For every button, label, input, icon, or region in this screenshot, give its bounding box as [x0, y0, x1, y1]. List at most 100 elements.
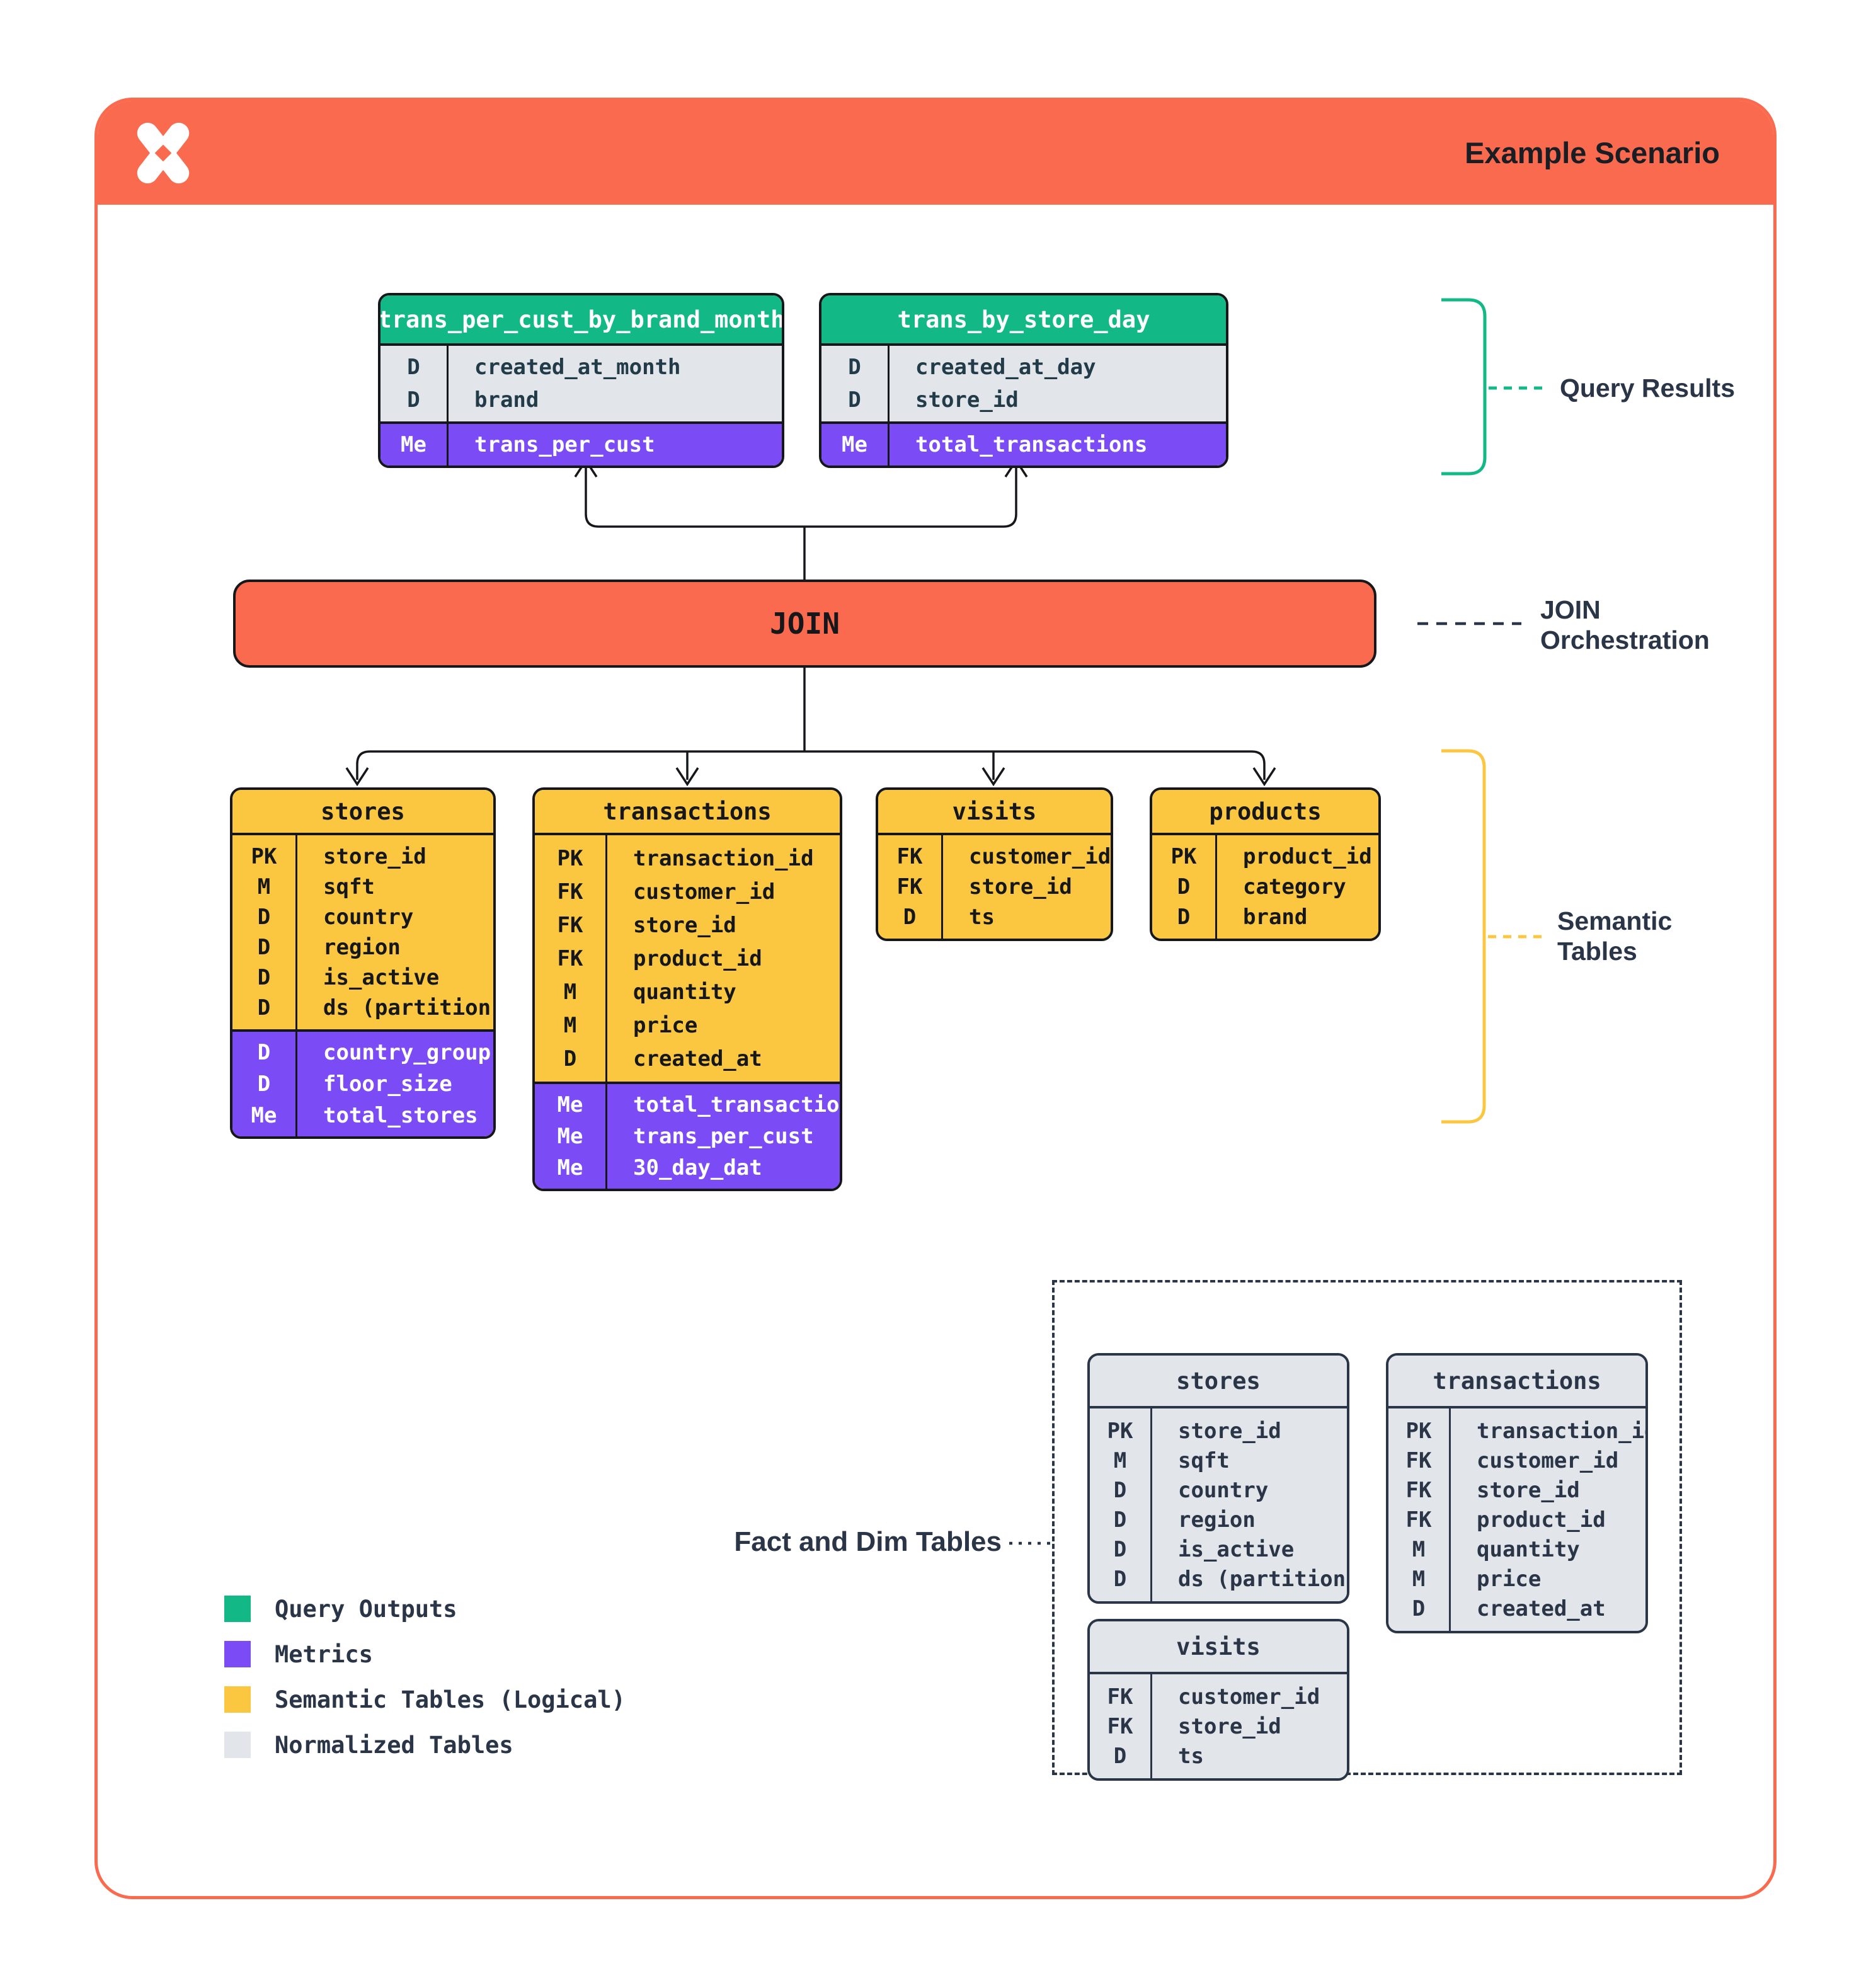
- key-badge: FK: [1405, 1477, 1432, 1503]
- field-name: is_active: [1178, 1536, 1295, 1562]
- key-badge: PK: [251, 844, 277, 869]
- join-label: JOIN: [770, 607, 840, 641]
- field-name: ds (partition): [1178, 1566, 1349, 1592]
- table-title: products: [1152, 790, 1378, 835]
- field-name: region: [323, 935, 401, 960]
- semantic-tables-swatch-icon: [224, 1686, 251, 1713]
- table-title: trans_by_store_day: [821, 295, 1226, 346]
- pinwheel-logo-icon: [137, 122, 190, 184]
- query-results-label: Query Results: [1560, 374, 1735, 403]
- field-name: product_id: [633, 945, 762, 971]
- key-badge: M: [1412, 1566, 1426, 1592]
- key-badge: D: [1113, 1743, 1127, 1769]
- table-row: FK product_id: [535, 942, 840, 975]
- field-name: category: [1243, 874, 1346, 900]
- key-badge: Me: [557, 1092, 583, 1117]
- key-badge: M: [563, 1012, 577, 1038]
- field-name: created_at_day: [915, 355, 1096, 380]
- field-name: trans_per_cust: [474, 432, 655, 457]
- field-name: price: [1477, 1566, 1542, 1592]
- key-badge: PK: [557, 845, 583, 871]
- key-badge: D: [257, 1071, 271, 1097]
- key-badge: D: [563, 1046, 577, 1071]
- key-badge: FK: [557, 879, 583, 905]
- field-name: price: [633, 1012, 698, 1038]
- key-badge: PK: [1405, 1418, 1432, 1444]
- table-row: FK customer_id: [878, 842, 1111, 872]
- field-name: is_active: [323, 965, 440, 990]
- legend-item: Metrics: [224, 1631, 626, 1677]
- key-badge: D: [903, 905, 917, 930]
- field-name: customer_id: [1178, 1684, 1320, 1710]
- field-name: ts: [969, 905, 995, 930]
- field-name: customer_id: [969, 844, 1111, 869]
- join-node: JOIN: [233, 580, 1376, 668]
- key-badge: FK: [896, 844, 923, 869]
- legend-label: Semantic Tables (Logical): [275, 1686, 626, 1713]
- field-name: ts: [1178, 1743, 1204, 1769]
- key-badge: D: [257, 905, 271, 930]
- key-badge: FK: [1405, 1507, 1432, 1533]
- field-name: product_id: [1477, 1507, 1606, 1533]
- table-title: visits: [878, 790, 1111, 835]
- key-badge: Me: [557, 1124, 583, 1149]
- key-badge: FK: [557, 945, 583, 971]
- field-name: customer_id: [633, 879, 775, 905]
- field-name: store_id: [633, 912, 736, 938]
- legend-item: Normalized Tables: [224, 1722, 626, 1768]
- legend: Query Outputs Metrics Semantic Tables (L…: [224, 1586, 626, 1768]
- key-badge: D: [257, 965, 271, 990]
- key-badge: D: [1177, 905, 1191, 930]
- legend-label: Query Outputs: [275, 1595, 457, 1623]
- field-name: total_stores: [323, 1103, 478, 1128]
- field-name: trans_per_cust: [633, 1124, 814, 1149]
- field-name: quantity: [633, 979, 736, 1005]
- field-name: created_at: [1477, 1596, 1606, 1621]
- legend-label: Normalized Tables: [275, 1731, 513, 1759]
- key-badge: M: [1113, 1448, 1127, 1473]
- join-orchestration-label: JOIN Orchestration: [1540, 595, 1710, 654]
- field-name: store_id: [969, 874, 1072, 900]
- field-name: store_id: [915, 387, 1019, 413]
- key-badge: D: [257, 995, 271, 1020]
- field-name: brand: [1243, 905, 1308, 930]
- field-name: store_id: [1178, 1418, 1281, 1444]
- table-title: trans_per_cust_by_brand_month: [380, 295, 782, 346]
- field-name: floor_size: [323, 1071, 452, 1097]
